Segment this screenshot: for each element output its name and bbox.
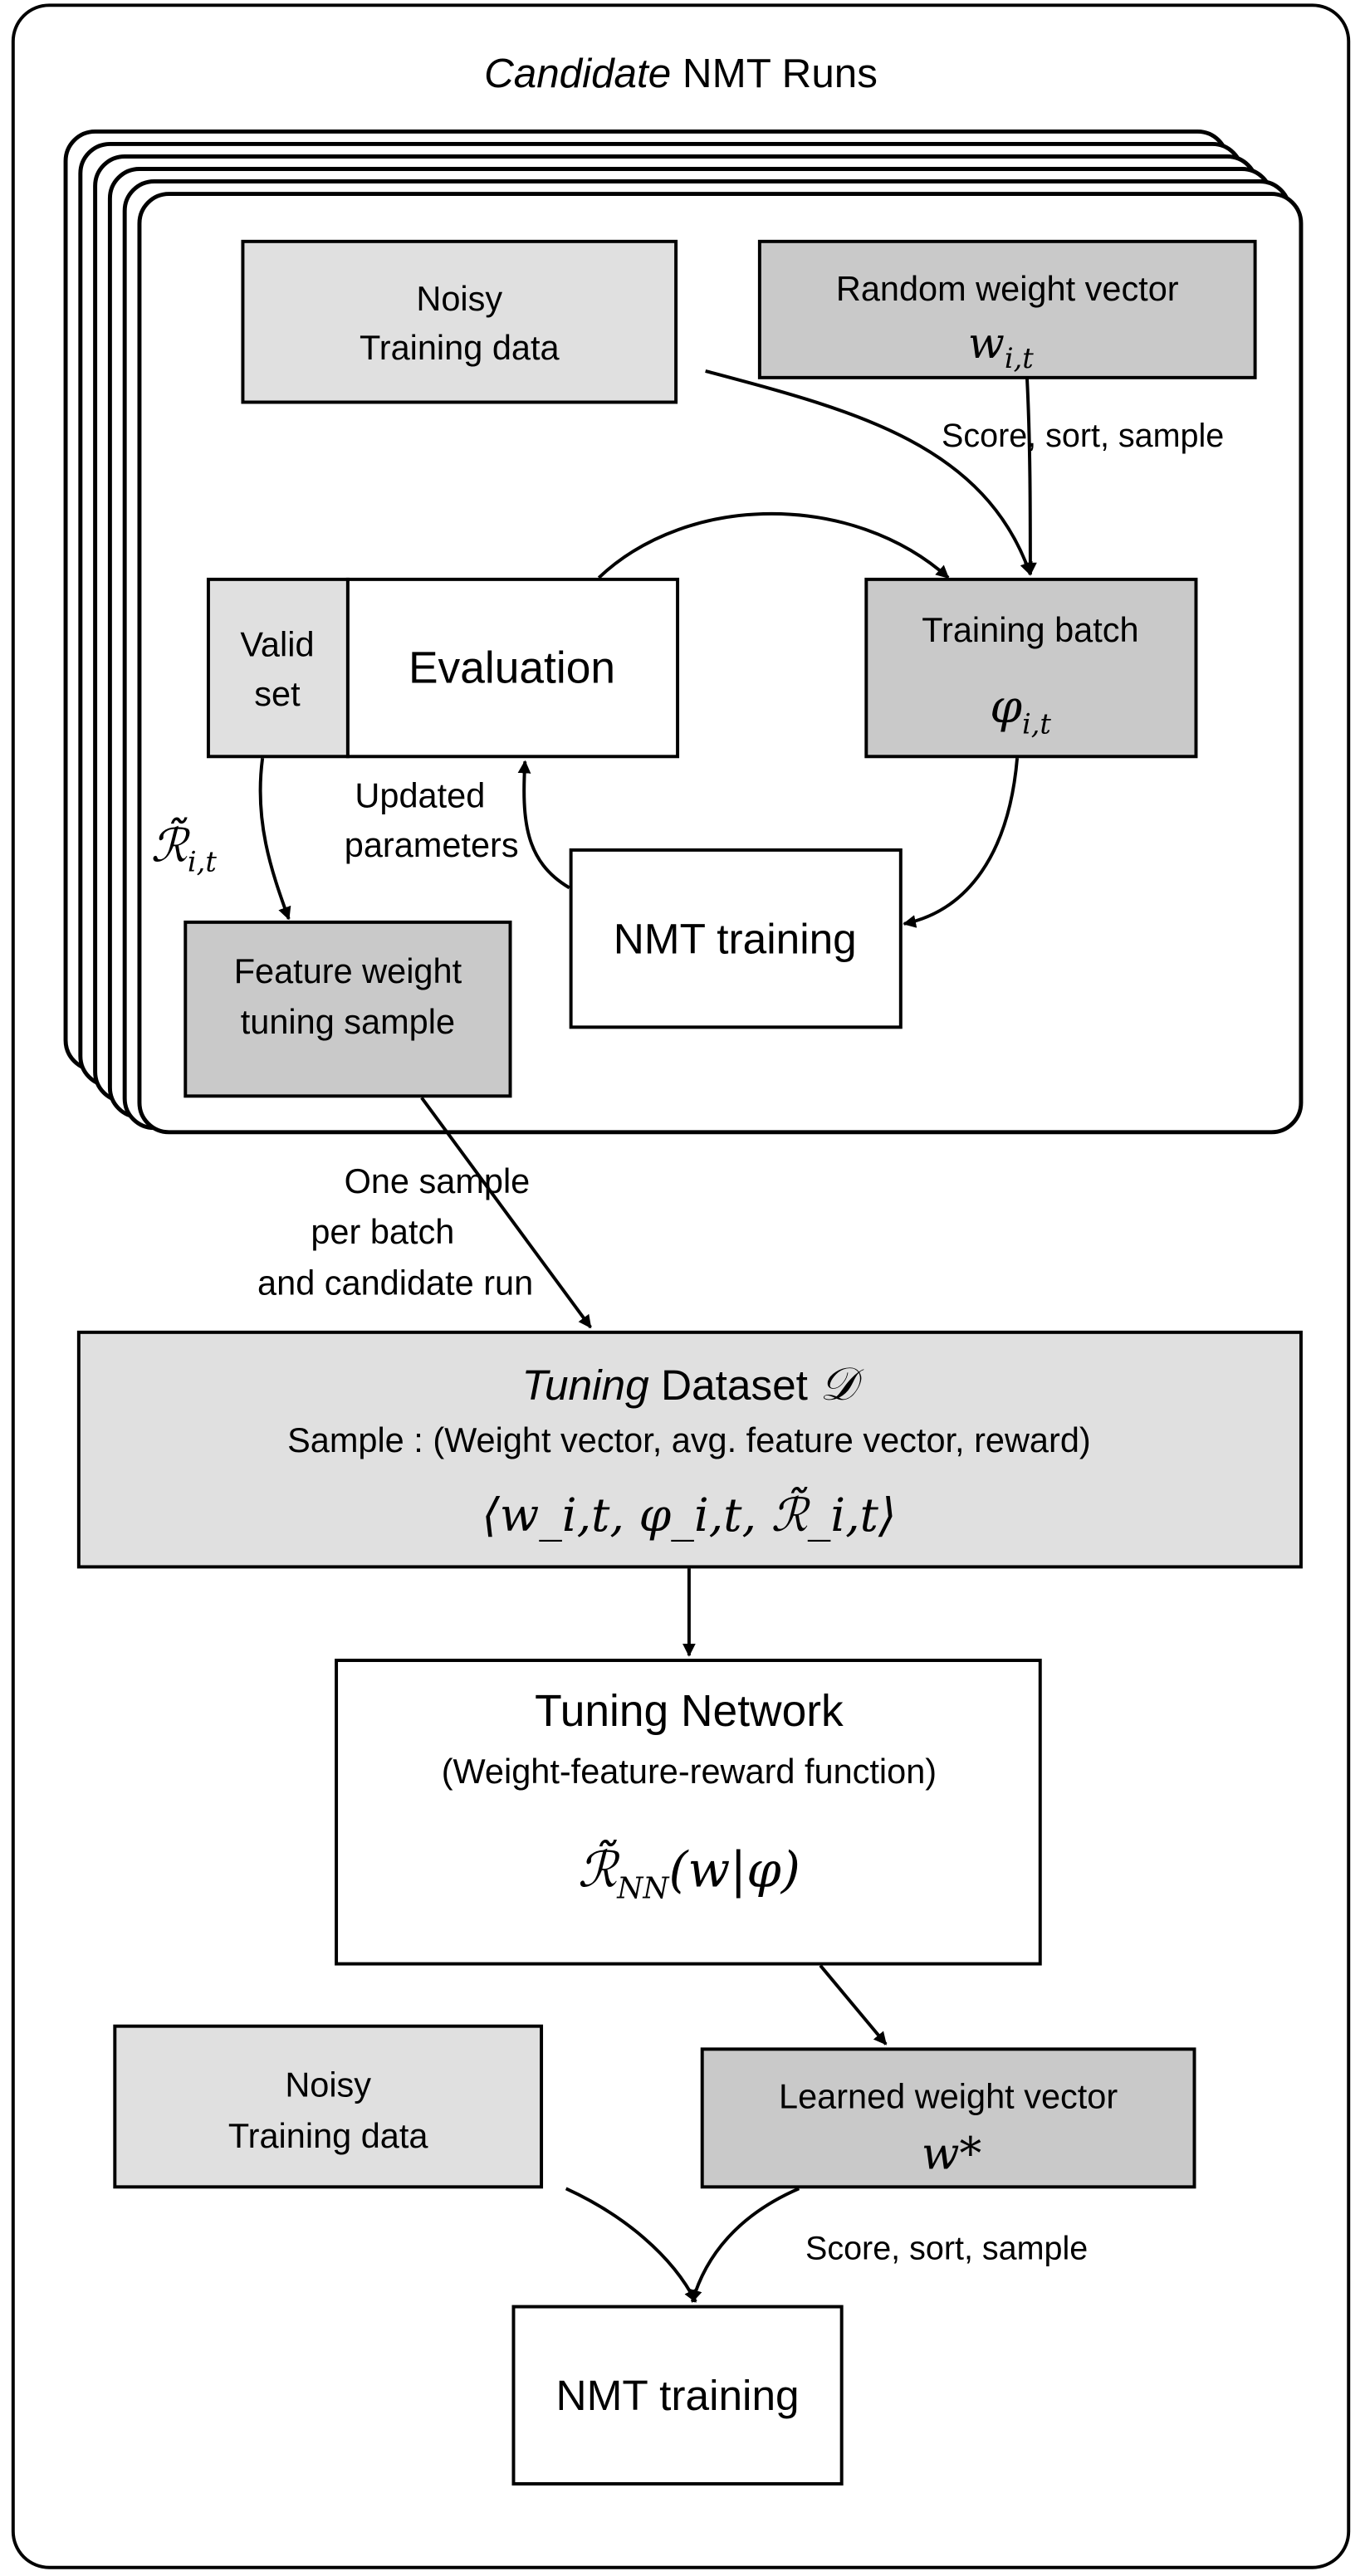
noisy-training-data-bottom-box: Noisy Training data [113, 2024, 544, 2189]
arrow-network-to-learned [819, 1964, 888, 2046]
updated-parameters-2: parameters [345, 825, 519, 864]
feature-sample-label-2: tuning sample [241, 1002, 455, 1041]
score-sort-sample-top: Score, sort, sample [942, 418, 1224, 454]
nmt-training-final-box: NMT training [511, 2305, 844, 2486]
arrow-noisy-to-batch [705, 369, 1033, 576]
one-sample-1: One sample [345, 1161, 531, 1200]
score-sort-sample-bottom: Score, sort, sample [805, 2230, 1088, 2266]
arrow-valid-to-feature [258, 758, 291, 921]
learned-weight-label: Learned weight vector [779, 2076, 1118, 2115]
random-weight-vector-box: Random weight vector wi,t [757, 239, 1257, 379]
tuning-network-box: Tuning Network (Weight-feature-reward fu… [335, 1659, 1042, 1966]
one-sample-2: per batch [311, 1212, 454, 1251]
noisy-label-1: Noisy [416, 279, 502, 318]
tuning-network-subtitle: (Weight-feature-reward function) [442, 1752, 937, 1791]
training-batch-math: φi,t [990, 681, 1051, 741]
random-weight-label: Random weight vector [836, 269, 1179, 308]
valid-set-label-1: Valid [240, 625, 314, 664]
noisy-label-2: Training data [360, 328, 560, 367]
noisy-training-data-box: Noisy Training data [241, 239, 678, 404]
training-batch-label: Training batch [922, 610, 1138, 649]
nmt-training-inner-box: NMT training [569, 848, 903, 1029]
tuning-network-title: Tuning Network [535, 1687, 844, 1736]
tuning-network-math: ℛ̃NN(w|φ) [578, 1839, 800, 1906]
arrow-noisy-to-final [565, 2187, 697, 2304]
candidate-run-frame-front [137, 192, 1304, 1135]
tuning-dataset-sample: Sample : (Weight vector, avg. feature ve… [287, 1420, 1091, 1459]
feature-sample-label-1: Feature weight [234, 951, 462, 990]
evaluation-label: Evaluation [409, 643, 615, 692]
valid-set-label-2: set [254, 674, 301, 713]
diagram-title: Candidate NMT Runs [484, 51, 878, 96]
noisy-bottom-label-1: Noisy [285, 2065, 371, 2104]
arrow-weight-to-batch [1023, 377, 1037, 576]
learned-weight-math: w* [922, 2128, 981, 2180]
candidate-run-stack [63, 129, 1304, 1135]
tuning-dataset-box: Tuning Dataset 𝒟 Sample : (Weight vector… [76, 1330, 1303, 1569]
nmt-training-final-label: NMT training [556, 2371, 800, 2419]
noisy-bottom-label-2: Training data [228, 2116, 429, 2155]
updated-parameters-1: Updated [355, 776, 485, 815]
evaluation-box: Valid set Evaluation [206, 577, 680, 759]
arrow-batch-to-nmt [903, 758, 1020, 928]
one-sample-3: and candidate run [257, 1263, 533, 1302]
reward-label: ℛ̃i,t [151, 818, 218, 878]
arrow-eval-to-batch [597, 512, 950, 579]
random-weight-math: wi,t [968, 319, 1034, 374]
arrow-feature-to-dataset [420, 1097, 592, 1329]
arrow-nmt-to-eval [517, 760, 570, 890]
training-batch-box: Training batch φi,t [864, 577, 1198, 759]
arrow-learned-to-final [689, 2187, 800, 2304]
tuning-dataset-title: Tuning Dataset 𝒟 [521, 1358, 864, 1411]
feature-weight-sample-box: Feature weight tuning sample [183, 920, 512, 1098]
nmt-training-inner-label: NMT training [614, 914, 857, 962]
tuning-dataset-math: ⟨w_i,t, φ_i,t, ℛ̃_i,t⟩ [482, 1487, 896, 1542]
learned-weight-vector-box: Learned weight vector w* [700, 2047, 1196, 2189]
